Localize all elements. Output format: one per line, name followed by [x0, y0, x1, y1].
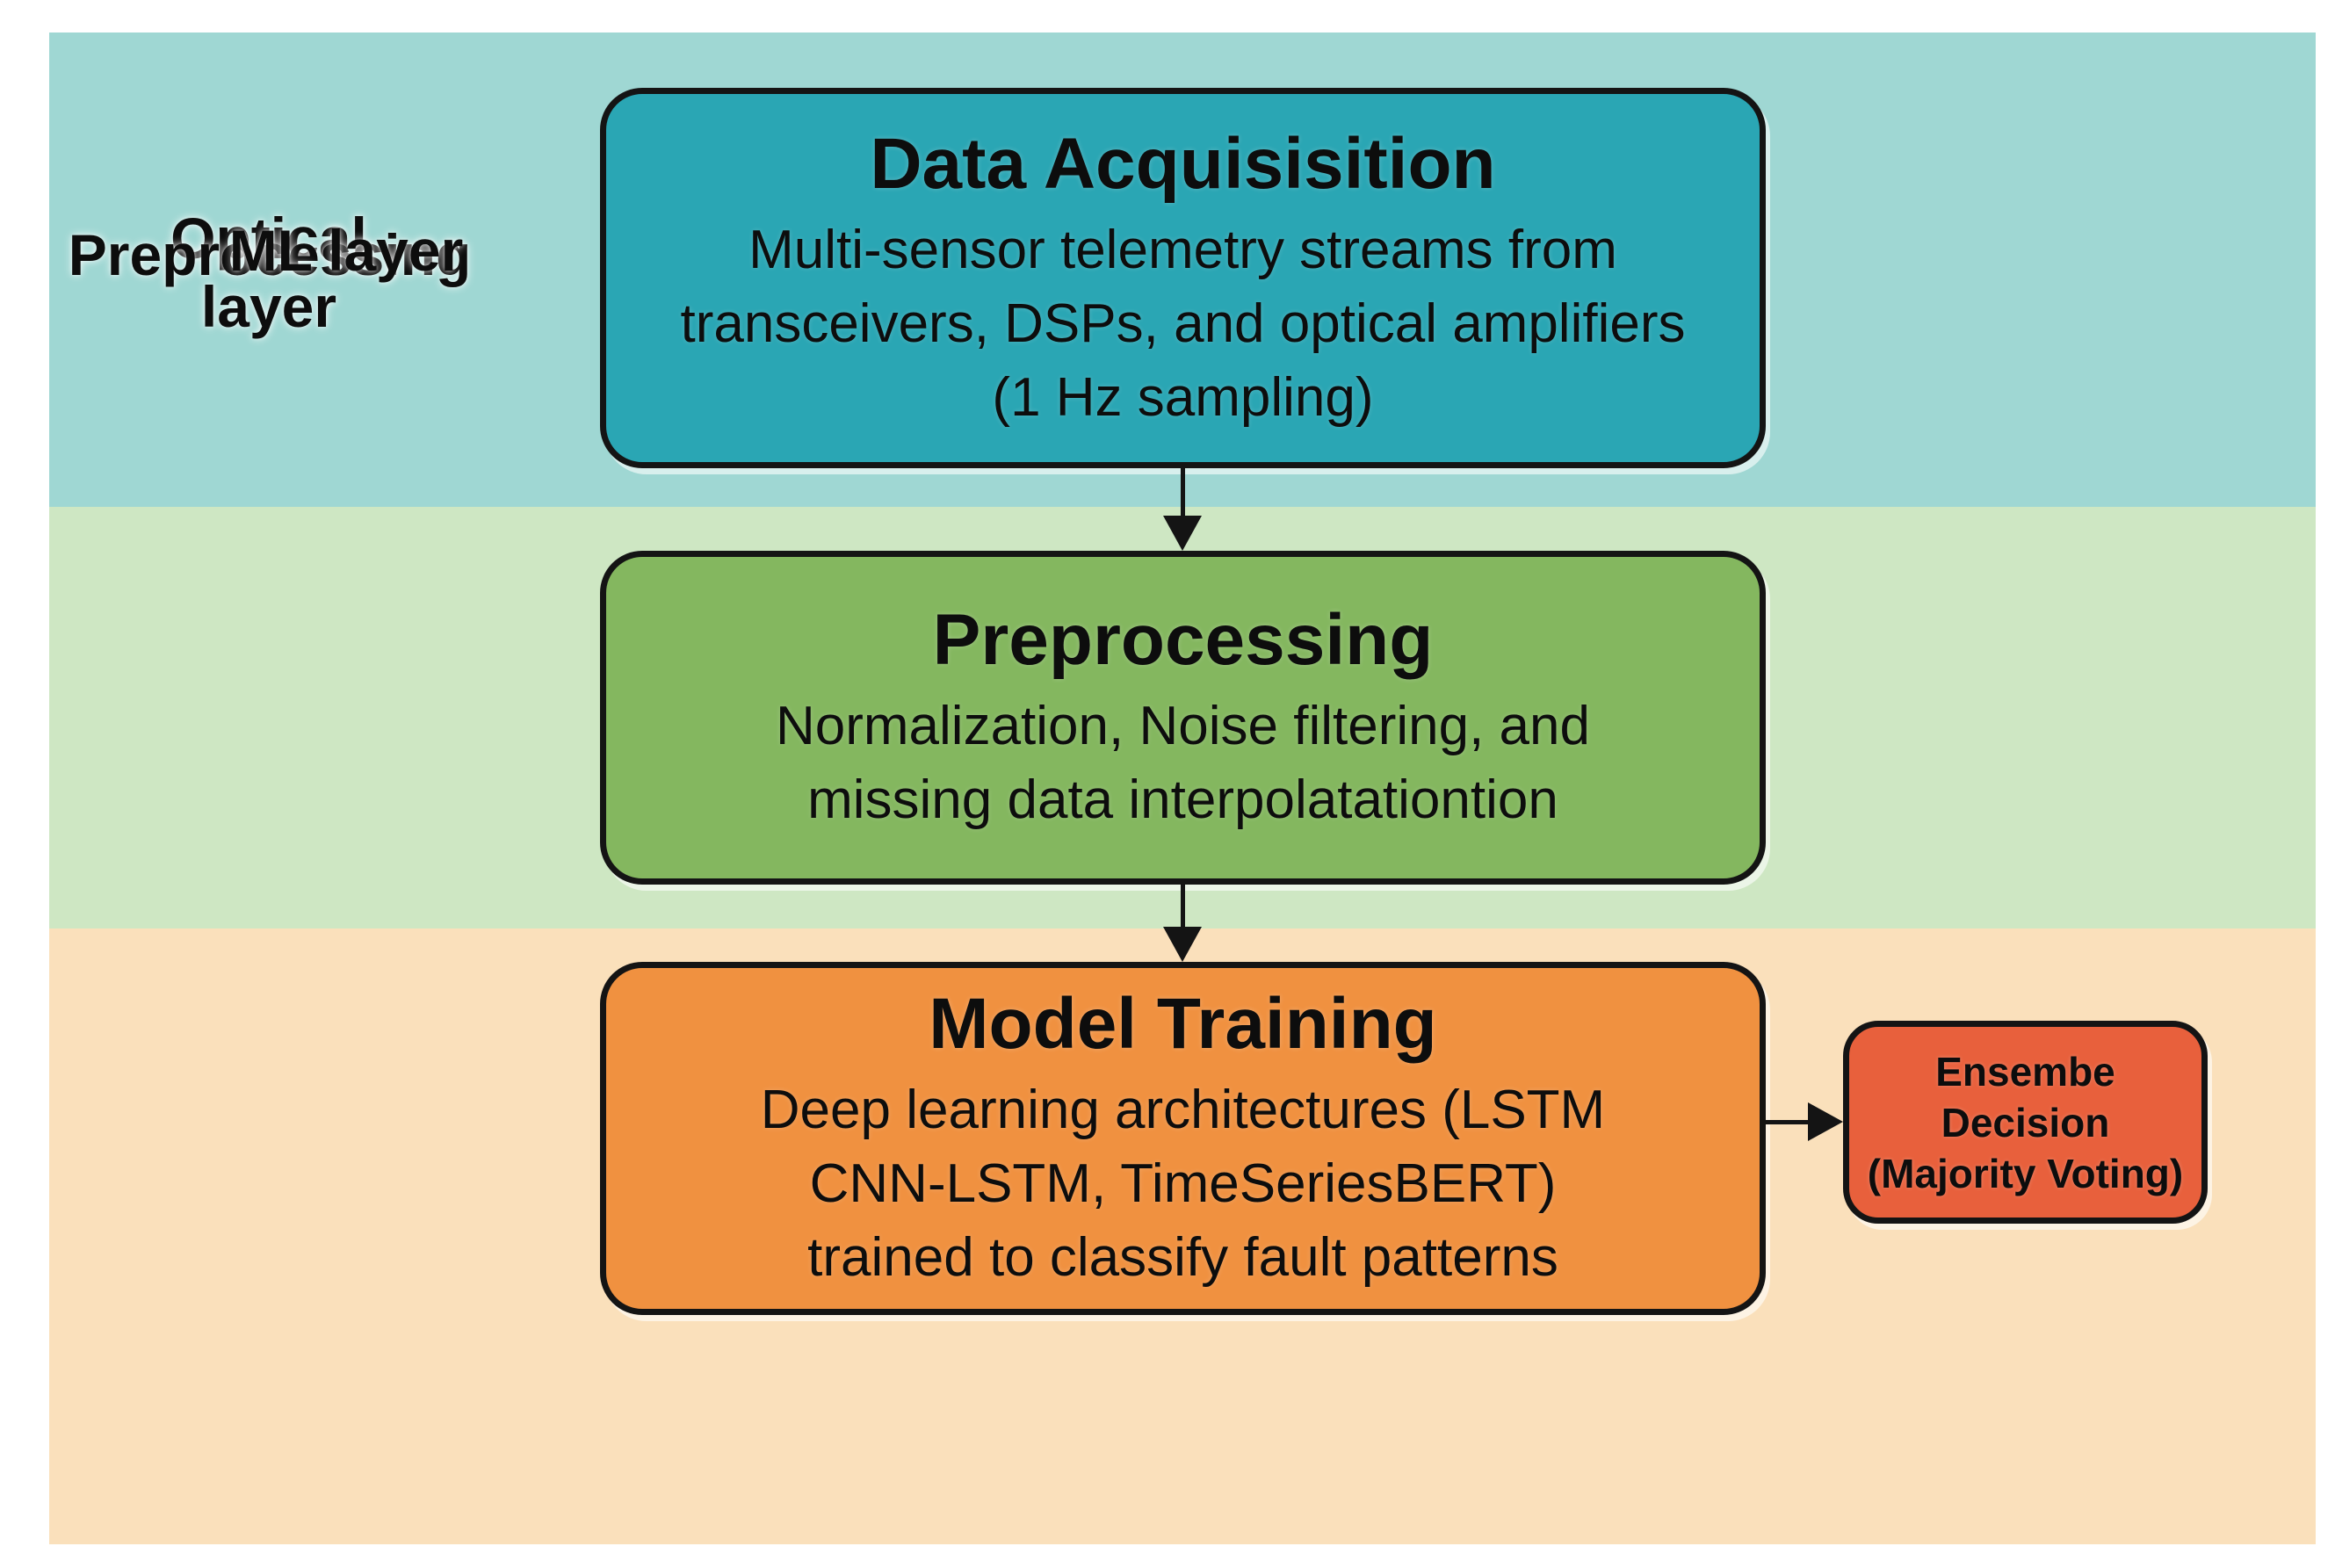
body-line: Multi-sensor telemetry streams from — [748, 219, 1617, 280]
node-preprocessing-title: Preprocessing — [932, 600, 1434, 680]
connector-arrow-down-icon — [1163, 468, 1203, 551]
body-line: missing data interpolatationtion — [807, 770, 1558, 830]
node-data-acquisition: Data Acquisisition Multi-sensor telemetr… — [600, 88, 1766, 468]
label-preprocessing-layer: Preprocessing — [50, 220, 489, 289]
node-ensemble-subtitle: (Majority Voting) — [1867, 1150, 2184, 1196]
body-line: transceivers, DSPs, and optical amplifie… — [680, 293, 1686, 354]
node-model-training-body: Deep learning architectures (LSTM CNN-LS… — [761, 1073, 1605, 1295]
arrow-head — [1163, 516, 1202, 551]
node-ensemble-decision: Ensembe Decision (Majority Voting) — [1843, 1021, 2208, 1224]
node-data-acquisition-title: Data Acquisisition — [870, 123, 1496, 204]
node-preprocessing: Preprocessing Normalization, Noise filte… — [600, 551, 1766, 885]
body-line: (1 Hz sampling) — [992, 366, 1374, 428]
label-optical-line1: Optical — [170, 206, 367, 271]
body-line: CNN-LSTM, TimeSeriesBERT) — [809, 1153, 1557, 1214]
body-line: Deep learning architectures (LSTM — [760, 1080, 1606, 1140]
label-preprocessing-line1: Preprocessing — [68, 222, 472, 287]
arrow-shaft — [1181, 885, 1185, 929]
node-preprocessing-body: Normalization, Noise filtering, and miss… — [776, 690, 1590, 837]
connector-arrow-right-icon — [1766, 1102, 1843, 1142]
body-line: Normalization, Noise filtering, and — [776, 696, 1590, 756]
node-model-training-title: Model Training — [929, 984, 1437, 1064]
label-ml-line1: ML layer — [228, 218, 464, 283]
label-optical-layer: Optical layer — [49, 204, 488, 341]
label-ml-layer: ML layer — [127, 216, 566, 285]
node-data-acquisition-body: Multi-sensor telemetry streams from tran… — [680, 213, 1685, 435]
arrow-head — [1808, 1102, 1843, 1141]
arrow-shaft — [1181, 468, 1185, 519]
label-optical-line2: layer — [200, 274, 337, 339]
arrow-shaft — [1766, 1120, 1811, 1124]
body-line: trained to classify fault patterns — [807, 1227, 1558, 1288]
connector-arrow-down-icon — [1163, 885, 1203, 962]
diagram-content: Optical layer Preprocessing ML layer Dat… — [49, 33, 2316, 1544]
node-model-training: Model Training Deep learning architectur… — [600, 962, 1766, 1315]
node-ensemble-title: Ensembe Decision — [1935, 1048, 2115, 1145]
arrow-head — [1163, 927, 1202, 962]
